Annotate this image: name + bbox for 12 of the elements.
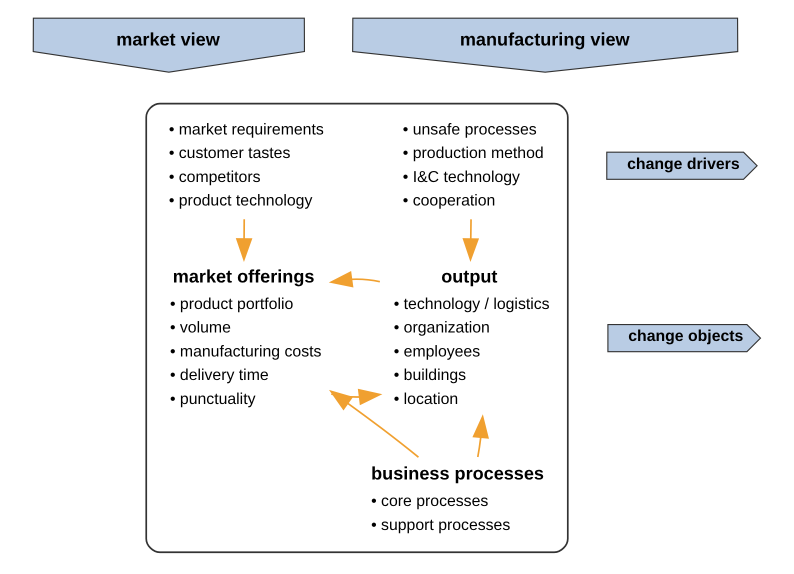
node-text: • unsafe processes • production method • I&C technology • cooperation (402, 121, 544, 210)
arrow (236, 219, 252, 262)
arrow (328, 270, 380, 288)
arrow (472, 414, 489, 458)
node-text: market offerings • product portfolio • volume • manufacturing costs • delivery time • punctuality (170, 266, 322, 408)
arrow (328, 390, 419, 458)
node-text: business processes • core processes • support processes (371, 464, 544, 534)
cluster (145, 102, 569, 554)
node-text: • market requirements • customer tastes • competitors • product technology (168, 121, 324, 210)
arrow (462, 219, 480, 262)
node-text: output • technology / logistics • organization • employees • buildings • location (394, 266, 550, 408)
arrow (331, 388, 382, 406)
